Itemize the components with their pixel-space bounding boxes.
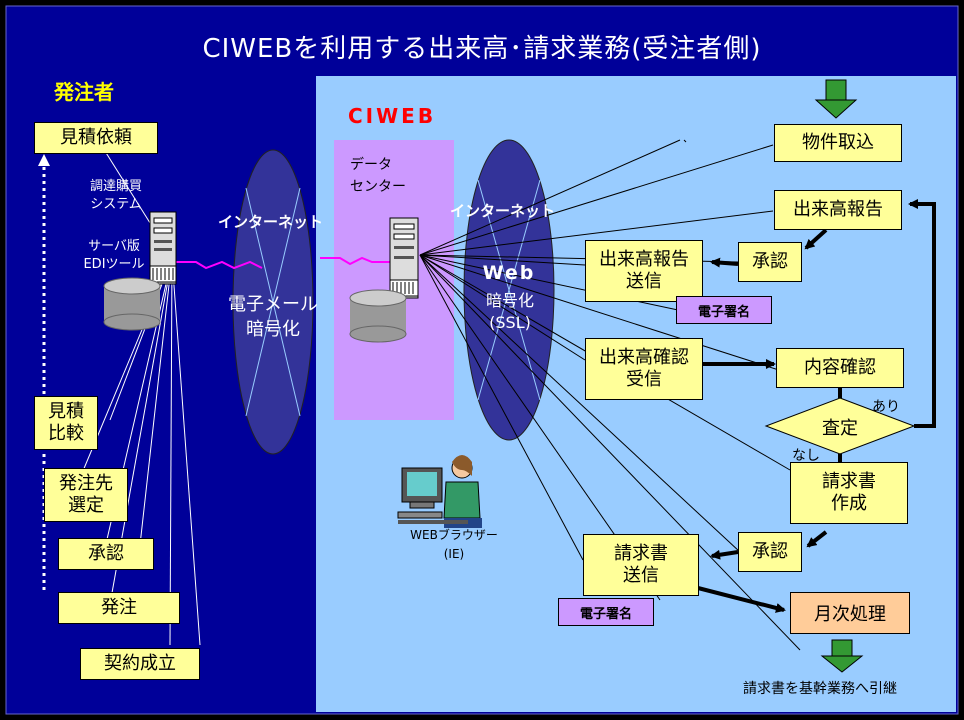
- box-invoice-send: 請求書 送信: [583, 534, 699, 596]
- signature-badge-2: 電子署名: [558, 598, 654, 626]
- datacenter-server-icon: [389, 217, 419, 299]
- right-fan-lines: [419, 139, 801, 651]
- box-report-send: 出来高報告 送信: [585, 240, 703, 302]
- box-invoice-create: 請求書 作成: [790, 462, 908, 524]
- left-server-icon: [149, 211, 177, 285]
- box-approve-1: 承認: [738, 242, 802, 282]
- box-quote-request: 見積依頼: [34, 122, 158, 154]
- box-approve-2: 承認: [738, 532, 802, 572]
- assess-no-label: なし: [792, 448, 820, 464]
- box-content-check: 内容確認: [776, 348, 904, 388]
- box-supplier-select: 発注先 選定: [44, 468, 128, 522]
- internet-ellipse-right: [463, 139, 555, 441]
- box-approve-left: 承認: [58, 538, 154, 570]
- left-network-link: [174, 260, 263, 270]
- browser-label: WEBブラウザー (IE): [410, 528, 498, 562]
- box-quote-compare: 見積 比較: [34, 396, 98, 450]
- assess-label: 査定: [822, 418, 858, 439]
- box-order: 発注: [58, 592, 180, 624]
- left-database-icon: [103, 277, 161, 331]
- datacenter-database-icon: [349, 289, 407, 343]
- web-label: Web: [482, 262, 536, 284]
- system-label: 調達購買 システム: [89, 179, 142, 212]
- internet-label-left: インターネット: [218, 213, 324, 231]
- flow-arrows: [697, 199, 936, 613]
- person-computer-icon: [397, 455, 482, 528]
- internet-label-right: インターネット: [450, 202, 556, 220]
- box-progress-report: 出来高報告: [774, 190, 902, 230]
- box-confirm-receive: 出来高確認 受信: [585, 338, 703, 400]
- assess-yes-label: あり: [872, 399, 900, 415]
- ssl-label: 暗号化 (SSL): [485, 291, 534, 332]
- box-import: 物件取込: [774, 124, 902, 162]
- box-monthly: 月次処理: [790, 592, 910, 634]
- edi-label: サーバ版 EDIツール: [83, 239, 145, 273]
- green-arrow-bottom: [820, 639, 864, 673]
- center-network-link: [320, 256, 392, 266]
- ciweb-label: CIWEB: [348, 104, 437, 128]
- mail-encryption-label: 電子メール 暗号化: [228, 294, 318, 341]
- internet-ellipse-left: [232, 149, 314, 455]
- datacenter-label: データ センター: [350, 157, 406, 196]
- green-arrow-top: [814, 79, 858, 119]
- box-contract: 契約成立: [80, 648, 200, 680]
- page-title: CIWEBを利用する出来高･請求業務(受注者側): [202, 34, 762, 64]
- handover-note: 請求書を基幹業務へ引継: [743, 681, 897, 697]
- signature-badge-1: 電子署名: [676, 296, 772, 324]
- orderer-heading: 発注者: [54, 80, 114, 104]
